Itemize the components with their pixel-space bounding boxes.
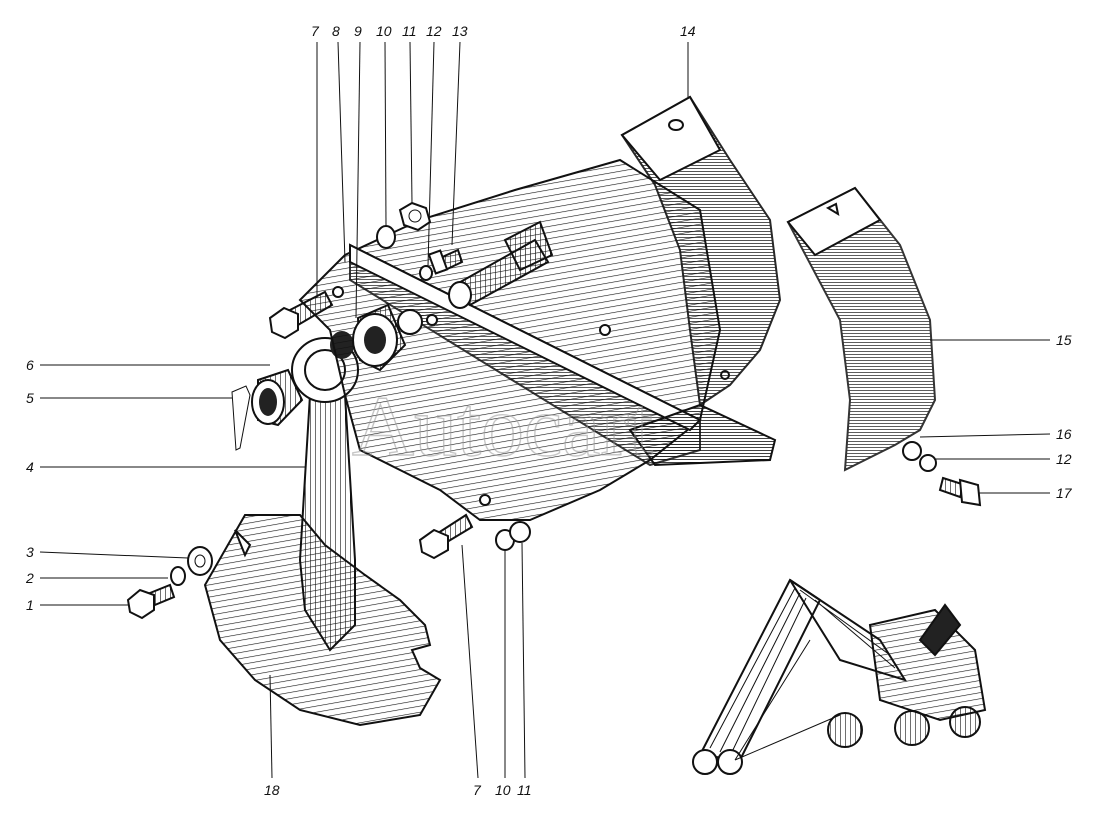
bolt-part-7-top xyxy=(268,290,334,340)
label-13: 13 xyxy=(452,23,468,39)
bracket-plate xyxy=(298,158,730,521)
label-4: 4 xyxy=(26,459,34,475)
washer-part-12-right xyxy=(919,454,937,472)
nut-part-11-bottom xyxy=(509,521,531,543)
bolt-part-7-bottom xyxy=(418,513,474,560)
bolt-part-1 xyxy=(126,583,176,620)
label-10-top: 10 xyxy=(376,23,392,39)
crane-vehicle-inset xyxy=(692,578,987,775)
label-16: 16 xyxy=(1056,426,1072,442)
label-11-top: 11 xyxy=(402,23,417,39)
label-10-bottom: 10 xyxy=(495,782,511,798)
label-14: 14 xyxy=(680,23,696,39)
label-8: 8 xyxy=(332,23,340,39)
bearing-part-9 xyxy=(352,303,407,372)
label-5: 5 xyxy=(26,390,34,406)
brake-lining-part-15 xyxy=(786,186,937,472)
brake-shoe-part-14 xyxy=(620,95,782,467)
label-17: 17 xyxy=(1056,485,1073,501)
bolt-part-13-small xyxy=(427,248,464,275)
washer-part-12-top xyxy=(419,265,433,281)
callout-labels: 1 2 3 4 5 6 7 8 9 10 11 12 13 14 15 16 1… xyxy=(25,23,1073,798)
label-7-top: 7 xyxy=(311,23,320,39)
label-6: 6 xyxy=(26,357,34,373)
label-3: 3 xyxy=(26,544,34,560)
label-9: 9 xyxy=(354,23,362,39)
cotter-pin-part-5 xyxy=(231,385,251,451)
bolt-part-17 xyxy=(938,476,982,507)
washer-part-10-top xyxy=(376,225,396,249)
label-2: 2 xyxy=(25,570,34,586)
bushing-part-6 xyxy=(251,368,304,427)
washer-part-16 xyxy=(902,441,922,461)
label-18: 18 xyxy=(264,782,280,798)
label-12-top: 12 xyxy=(426,23,442,39)
shaft-part-13 xyxy=(448,220,554,309)
leader-lines xyxy=(39,41,1051,779)
label-11-bottom: 11 xyxy=(517,782,532,798)
watermark-text: Autocart xyxy=(352,378,653,474)
label-12-right: 12 xyxy=(1056,451,1072,467)
nut-part-11-top xyxy=(398,201,432,232)
label-1: 1 xyxy=(26,597,34,613)
washer-part-3 xyxy=(187,546,213,576)
washer-part-2 xyxy=(170,566,186,586)
label-15: 15 xyxy=(1056,332,1072,348)
label-7-bottom: 7 xyxy=(473,782,482,798)
